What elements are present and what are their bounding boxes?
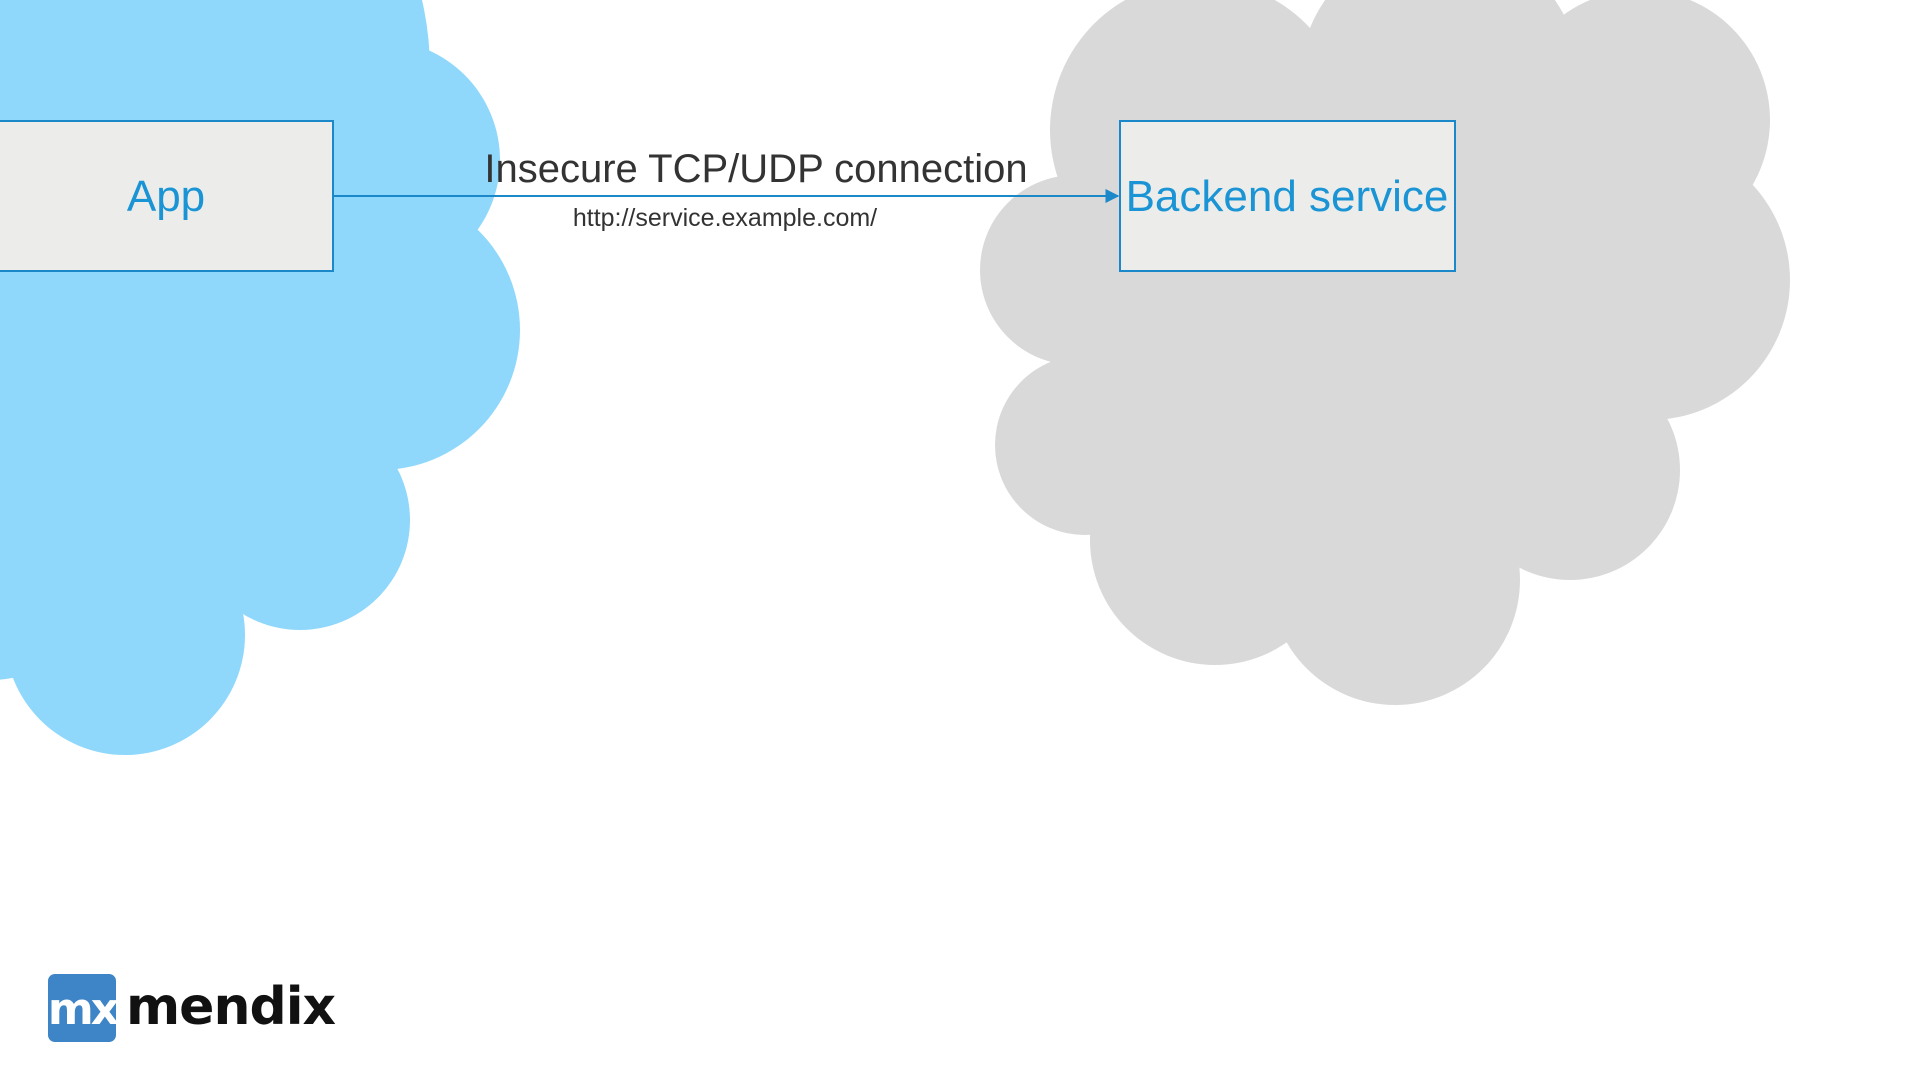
backend-cloud [980,0,1790,705]
connection-url: http://service.example.com/ [573,204,877,232]
app-cloud [0,0,520,755]
app-node-label: App [127,172,205,221]
connection-label: Insecure TCP/UDP connection [484,147,1027,191]
mendix-logo-mark-text: mx [48,984,119,1035]
mendix-logo-wordmark: mendix [126,977,336,1037]
app-node: App [0,120,334,272]
backend-service-node: Backend service [1119,120,1456,272]
mendix-logo-mark [48,974,116,1042]
backend-service-node-label: Backend service [1126,172,1449,221]
mendix-logo: mx mendix [48,974,337,1042]
